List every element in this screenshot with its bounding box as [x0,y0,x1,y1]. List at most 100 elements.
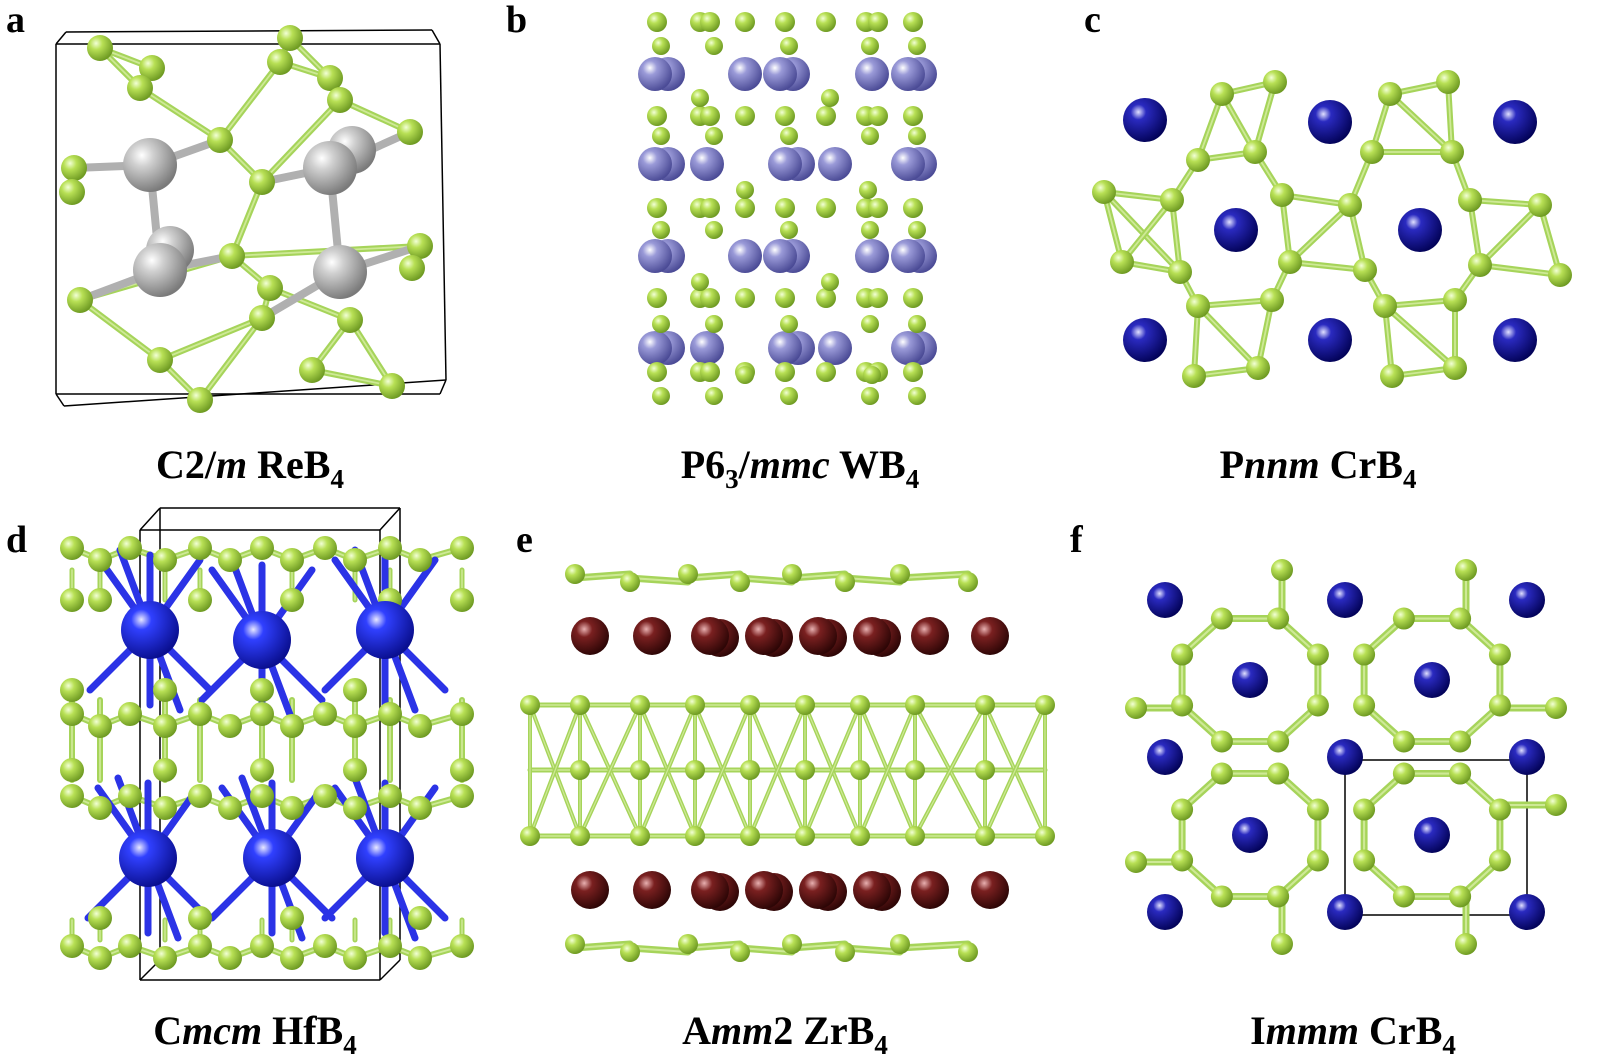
boron-atom [691,273,709,291]
cr-atom [1147,582,1183,618]
w-atom [690,147,724,181]
boron-atom [397,119,423,145]
boron-atom [337,307,363,333]
boron-atom [1353,694,1376,717]
boron-atom [868,106,888,126]
boron-atom [863,366,881,384]
boron-atom [850,695,870,715]
hf-atom [119,829,177,887]
unit-cell-edge [379,959,401,981]
panel-letter-e: e [516,519,533,561]
boron-atom [652,127,670,145]
boron-atom [218,796,242,820]
boron-atom [88,588,112,612]
boron-atom [861,127,879,145]
boron-atom [60,934,84,958]
panel-letter-d: d [6,519,27,561]
boron-atom [407,233,433,259]
boron-atom [775,12,795,32]
panel-letter-c: c [1084,0,1101,41]
cr-atom [1147,894,1183,930]
boron-atom [1186,294,1210,318]
boron-atom [1035,695,1055,715]
boron-atom [905,826,925,846]
boron-atom [1246,356,1270,380]
zr-atom [691,871,729,909]
unit-cell-edge [55,31,67,45]
boron-atom [299,357,325,383]
bond-highlight [159,317,263,361]
boron-atom [280,714,304,738]
boron-atom [280,588,304,612]
bond-highlight [79,299,161,361]
boron-atom [1449,730,1472,753]
boron-atom [705,37,723,55]
zr-atom [571,871,609,909]
w-atom [763,239,797,273]
boron-atom [250,784,274,808]
boron-atom [1210,607,1233,630]
boron-atom [1306,694,1329,717]
zr-atom [571,617,609,655]
boron-atom [188,588,212,612]
boron-atom [188,784,212,808]
boron-atom [250,536,274,560]
boron-atom [958,942,978,962]
boron-atom [378,536,402,560]
bond-highlight [1539,204,1561,276]
boron-atom [317,65,343,91]
boron-atom [780,387,798,405]
boron-atom [795,826,815,846]
boron-atom [1468,253,1492,277]
boron-atom [280,796,304,820]
boron-atom [450,784,474,808]
boron-atom [1455,933,1477,955]
boron-atom [1360,140,1384,164]
boron-atom [250,934,274,958]
boron-atom [730,572,750,592]
boron-atom [408,714,432,738]
bond-highlight [1121,199,1173,263]
boron-atom [60,758,84,782]
boron-atom [705,315,723,333]
cr-atom [1509,739,1545,775]
boron-atom [118,536,142,560]
w-atom [891,331,925,365]
bond-highlight [749,704,806,837]
boron-atom [1306,798,1329,821]
boron-atom [859,181,877,199]
boron-atom [958,572,978,592]
boron-atom [277,25,303,51]
boron-atom [816,106,836,126]
boron-atom [780,315,798,333]
bond-highlight [1254,81,1276,153]
bond-highlight [199,317,263,401]
w-atom [728,57,762,91]
bond-highlight [1289,261,1366,271]
w-atom [768,147,802,181]
boron-atom [975,826,995,846]
boron-atom [280,946,304,970]
boron-atom [1528,193,1552,217]
bond-highlight [898,942,970,950]
boron-atom [1092,180,1116,204]
bond-highlight [1479,264,1561,276]
bond-highlight [628,576,690,584]
boron-atom [379,373,405,399]
boron-atom [740,760,760,780]
boron-atom [1260,288,1284,312]
boron-atom [1171,798,1194,821]
boron-atom [1458,188,1482,212]
boron-atom [630,760,650,780]
boron-atom [736,181,754,199]
caption-e: Amm2 ZrB4 [682,1008,888,1060]
boron-atom [647,288,667,308]
boron-atom [60,784,84,808]
cr-atom [1147,739,1183,775]
boron-atom [1443,356,1467,380]
boron-atom [250,678,274,702]
boron-atom [1168,260,1192,284]
boron-atom [1548,263,1572,287]
boron-atom [652,221,670,239]
